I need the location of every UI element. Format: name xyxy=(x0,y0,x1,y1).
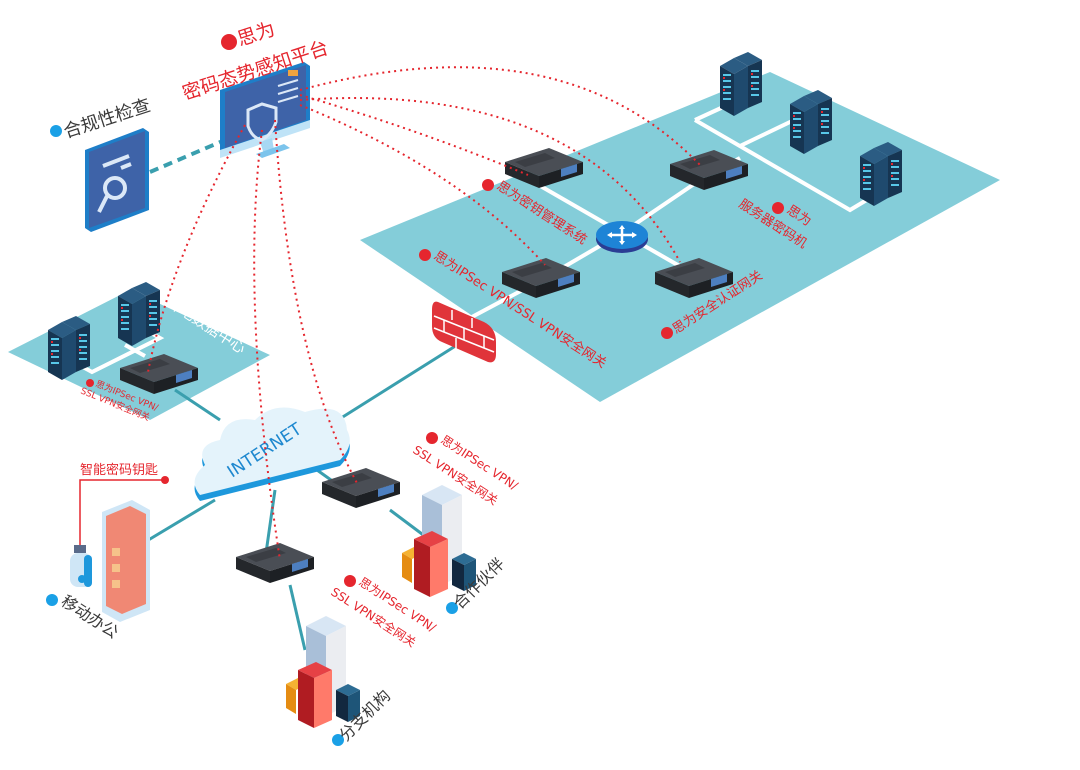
vpn-gateway-hq-dot xyxy=(419,249,431,261)
firewall-brick-icon xyxy=(432,301,496,363)
partner-building-blocks-icon xyxy=(402,485,476,597)
smart-key-pointer xyxy=(79,479,165,545)
server-crypto-dot xyxy=(772,202,784,214)
branch-gateway-appliance-icon xyxy=(236,543,314,583)
auth-gateway-dot xyxy=(661,327,673,339)
key-mgmt-dot xyxy=(482,179,494,191)
cloud-icon xyxy=(194,407,350,501)
branch-dot xyxy=(332,734,344,746)
platform-brand: 思为 xyxy=(235,18,278,51)
usb-key-icon xyxy=(70,545,92,587)
document-search-icon xyxy=(85,128,149,232)
branch-gateway-dot xyxy=(344,575,356,587)
partner-gateway-appliance-icon xyxy=(322,468,400,508)
partner-dot xyxy=(446,602,458,614)
smart-key-dot xyxy=(161,476,169,484)
smart-key-label: 智能密码钥匙 xyxy=(80,462,158,478)
platform-dot xyxy=(221,34,237,50)
remote-dc-gateway-dot xyxy=(86,379,94,387)
compliance-dot xyxy=(50,125,62,137)
smartphone-icon xyxy=(102,500,150,622)
compliance-link xyxy=(149,138,226,174)
monitor-shield-icon xyxy=(220,62,310,158)
monitoring-arcs xyxy=(147,66,701,561)
mobile-dot xyxy=(46,594,58,606)
hq-zone xyxy=(360,72,1000,402)
switch-arrows-icon xyxy=(596,221,648,253)
branch-building-blocks-icon xyxy=(286,616,360,728)
partner-gateway-dot xyxy=(426,432,438,444)
